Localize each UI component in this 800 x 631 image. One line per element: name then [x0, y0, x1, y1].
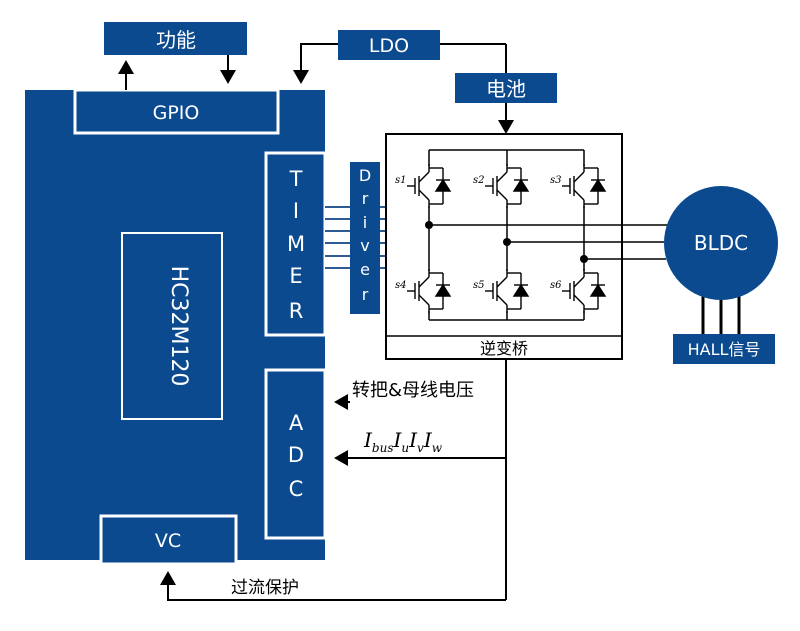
function-label: 功能 [156, 28, 196, 52]
throttle-bus-voltage-label: 转把&母线电压 [352, 380, 474, 401]
timer-letter: T [289, 167, 303, 191]
driver-label: D r i v e r [359, 166, 371, 304]
phase-v-node [503, 238, 511, 246]
current-subscript: v [417, 441, 424, 455]
hall-signal-box [673, 334, 775, 364]
igbt-switch: s3 [550, 164, 607, 208]
driver-box [350, 162, 380, 314]
driver-letter: i [363, 213, 367, 232]
bldc-motor [664, 186, 778, 300]
battery-box [455, 73, 557, 103]
adc-box [264, 368, 327, 540]
adc-letter: A [289, 411, 304, 435]
vc-label: VC [155, 530, 181, 552]
timer-letter: I [293, 199, 299, 223]
current-subscript: w [432, 441, 443, 455]
timer-label: T I M E R [287, 167, 305, 323]
driver-letter: D [359, 166, 371, 185]
igbt-label: s4 [395, 280, 407, 291]
ldo-label: LDO [369, 35, 409, 57]
igbt-label: s6 [550, 280, 562, 291]
igbt-switch: s6 [550, 269, 607, 313]
igbt-label: s3 [550, 175, 562, 186]
igbt-label: s2 [473, 175, 485, 186]
phase-u-node [425, 221, 433, 229]
mcu-core-box [121, 232, 223, 420]
phase-outputs [429, 224, 668, 260]
current-symbol: I [363, 428, 373, 452]
igbt-switch: s4 [395, 269, 452, 313]
overcurrent-wire [160, 571, 506, 601]
current-subscript: bus [372, 441, 394, 455]
inverter-bridge-label: 逆变桥 [480, 339, 528, 358]
timer-letter: R [289, 299, 304, 323]
current-symbol: I [392, 428, 402, 452]
mcu-name-label: HC32M120 [166, 266, 191, 387]
current-symbol: I [408, 428, 418, 452]
timer-letter: E [289, 264, 302, 288]
igbt-switches: s1 s2 s3 s4 s5 s6 [395, 164, 607, 313]
driver-letter: r [362, 189, 369, 208]
adc-letter: D [288, 443, 304, 467]
hall-signal-label: HALL信号 [688, 340, 761, 359]
timer-driver-bus [325, 206, 350, 269]
current-subscript: u [401, 441, 409, 455]
adc-letter: C [289, 477, 304, 501]
current-symbol: I [423, 428, 433, 452]
mcu-block [25, 90, 325, 560]
battery-label: 电池 [486, 77, 526, 101]
timer-box [264, 151, 327, 337]
current-signals-label: IbusIuIvIw [363, 428, 443, 455]
gpio-box [73, 88, 280, 135]
svg-text:IbusIuIvIw: IbusIuIvIw [363, 428, 443, 455]
vc-box [99, 514, 238, 566]
igbt-switch: s2 [473, 164, 530, 208]
overcurrent-protection-label: 过流保护 [231, 578, 299, 598]
driver-letter: v [360, 236, 369, 255]
igbt-switch: s5 [473, 269, 530, 313]
driver-letter: e [360, 260, 370, 279]
phase-w-node [580, 255, 588, 263]
timer-letter: M [287, 232, 305, 256]
ldo-box [338, 30, 440, 60]
gpio-label: GPIO [153, 102, 200, 124]
driver-letter: r [362, 285, 369, 304]
igbt-label: s1 [395, 175, 407, 186]
adc-label: A D C [288, 411, 304, 501]
function-box [104, 22, 247, 55]
bldc-label: BLDC [694, 231, 748, 255]
igbt-switch: s1 [395, 164, 452, 208]
igbt-label: s5 [473, 280, 485, 291]
ldo-to-mcu-wire [293, 43, 338, 84]
